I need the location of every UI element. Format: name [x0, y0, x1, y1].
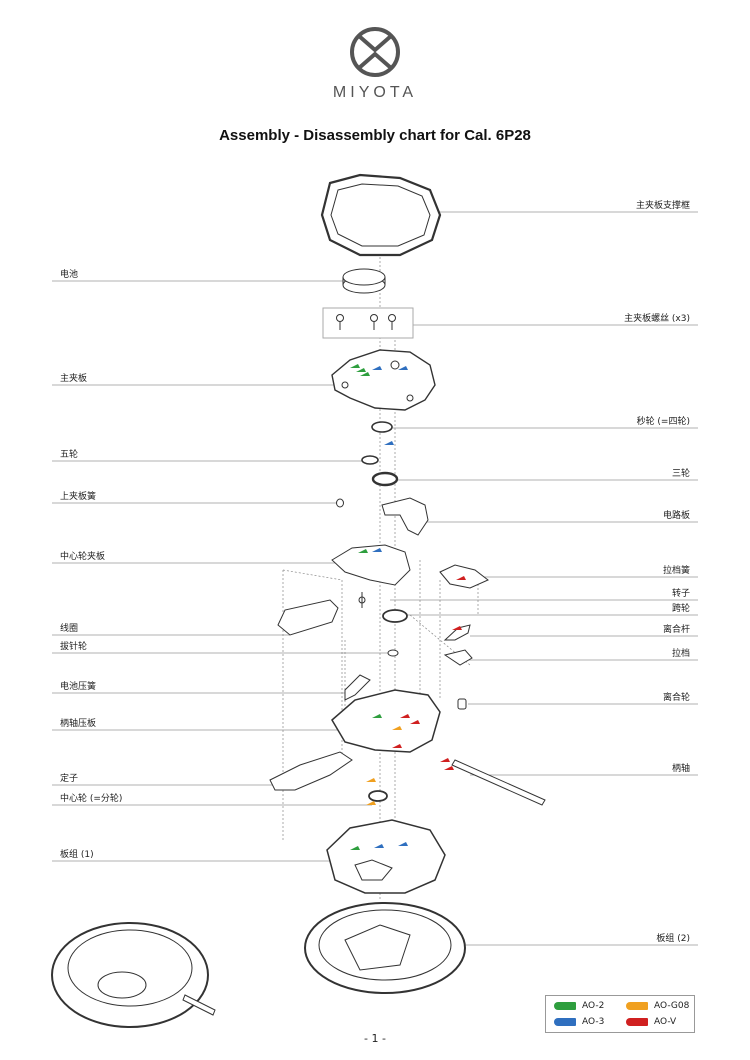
label-plate-support-frame: 主夹板支撑框 [635, 201, 690, 211]
label-plate-set-2: 板组 (2) [656, 934, 690, 944]
page-number: - 1 - [364, 1032, 386, 1045]
drop-icon [554, 1001, 576, 1010]
lubricant-legend: AO-2 AO-G08 AO-3 AO-V [545, 995, 695, 1033]
label-circuit-board: 电路板 [662, 511, 690, 521]
label-intermediate-wheel: 跨轮 [671, 604, 690, 614]
label-coil: 线圈 [60, 624, 79, 634]
label-stem: 柄轴 [671, 764, 690, 774]
label-upper-plate-spring: 上夹板簧 [60, 492, 97, 502]
label-setting-wheel: 拔针轮 [60, 642, 88, 652]
label-setting-lever: 拉档 [671, 649, 690, 659]
legend-item-aog08: AO-G08 [626, 1000, 689, 1012]
label-stator: 定子 [60, 774, 79, 784]
label-battery-spring: 电池压簧 [60, 682, 97, 692]
label-fifth-wheel: 五轮 [60, 450, 79, 460]
label-clutch-lever: 离合杆 [662, 625, 690, 635]
legend-item-aov: AO-V [626, 1016, 676, 1028]
label-third-wheel: 三轮 [671, 469, 690, 479]
drop-icon [626, 1017, 648, 1026]
label-plate-screws: 主夹板螺丝 (x3) [624, 314, 690, 324]
miyota-logo: MIYOTA [330, 26, 420, 102]
drop-icon [554, 1017, 576, 1026]
miyota-emblem-icon [350, 27, 400, 77]
label-rotor: 转子 [671, 589, 690, 599]
legend-item-ao2: AO-2 [554, 1000, 604, 1012]
drop-icon [626, 1001, 648, 1010]
label-plate-set-1: 板组 (1) [60, 850, 94, 860]
label-stem-plate: 柄轴压板 [60, 719, 97, 729]
label-center-wheel-bridge: 中心轮夹板 [60, 552, 106, 562]
label-clutch-wheel: 离合轮 [662, 693, 690, 703]
legend-item-ao3: AO-3 [554, 1016, 604, 1028]
label-second-wheel: 秒轮 (=四轮) [636, 417, 690, 427]
chart-title: Assembly - Disassembly chart for Cal. 6P… [219, 127, 531, 144]
brand-name: MIYOTA [332, 84, 418, 101]
label-main-plate: 主夹板 [60, 374, 88, 384]
label-center-wheel: 中心轮 (=分轮) [60, 794, 123, 804]
label-setting-lever-spring: 拉档簧 [662, 566, 690, 576]
label-battery: 电池 [60, 270, 79, 280]
